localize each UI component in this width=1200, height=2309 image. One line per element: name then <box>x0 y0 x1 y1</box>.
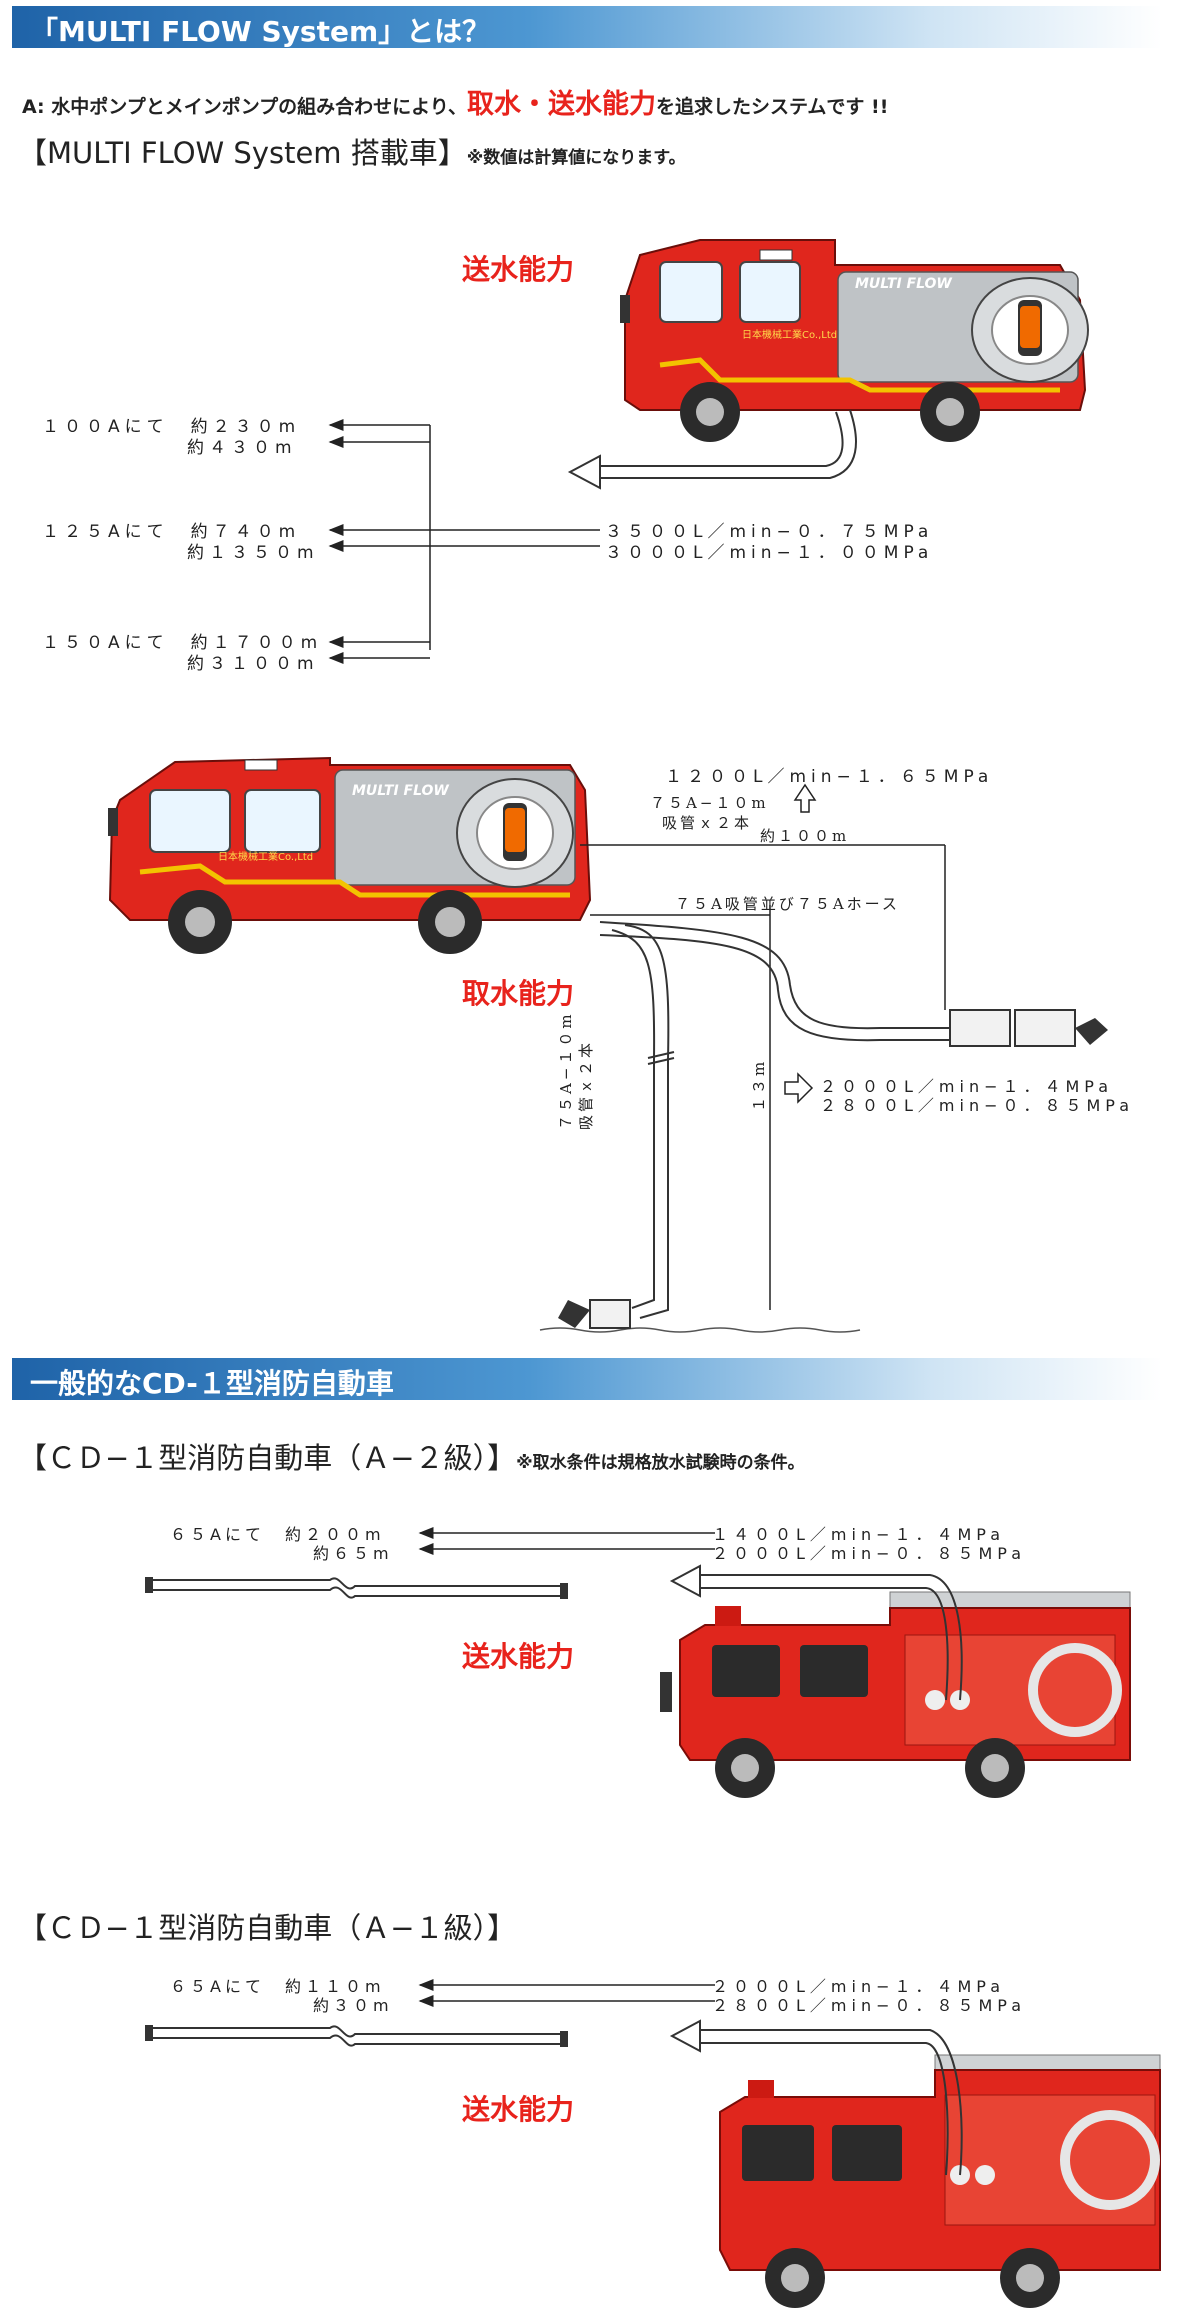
vertical-hose-count: 吸管ｘ２本 <box>577 1039 595 1130</box>
intro-emphasis: 取水・送水能力 <box>467 89 656 120</box>
cd1-a1-label-send: 送水能力 <box>462 2093 575 2126</box>
section-title: 「MULTI FLOW System」とは？ <box>30 15 491 48</box>
intake-top-flow: １２００L／min−１．６５MPa <box>665 767 994 787</box>
cd1-truck-a2 <box>660 1591 1131 1798</box>
dist-100a: １００Aにて 約２３０m <box>42 417 301 437</box>
label-intake-capacity: 取水能力 <box>462 977 575 1010</box>
multiflow-truck-middle: MULTI FLOW 日本機械工業Co.,Ltd <box>108 756 592 954</box>
dist-125a-b: 約１３５０m <box>187 543 319 563</box>
dist-125a: １２５Aにて 約７４０m <box>42 522 301 542</box>
cd1-a1-subtitle: 【ＣＤ−１型消防自動車（Ａ−１級）】 <box>18 1911 517 1945</box>
flow-a: ３５００L／min−０．７５MPa <box>605 522 934 542</box>
truck-company-text: 日本機械工業Co.,Ltd <box>742 328 837 341</box>
cd1-a2-dist-1: ６５Aにて 約２００m <box>170 1525 385 1544</box>
cd1-a2-flow-2: ２０００L／min−０．８５MPa <box>712 1544 1027 1563</box>
cd1-a1-dist-1: ６５Aにて 約１１０m <box>170 1977 385 1996</box>
cd1-a1-dist-2: 約３０m <box>313 1996 393 2015</box>
cd1-a2-dist-2: 約６５m <box>313 1544 393 1563</box>
intro-text-a: A: 水中ポンプとメインポンプの組み合わせにより、 <box>22 96 467 118</box>
intake-out-2: ２８００L／min−０．８５MPa <box>820 1096 1135 1115</box>
cd1-a2-subtitle: 【ＣＤ−１型消防自動車（Ａ−２級）】 <box>18 1441 517 1475</box>
intake-distance: 約１００m <box>760 827 850 845</box>
flow-b: ３０００L／min−１．００MPa <box>605 543 934 563</box>
dist-100a-b: 約４３０m <box>187 438 297 458</box>
vertical-hose-spec: ７５A−１０m <box>557 1011 575 1130</box>
truck-brand-text-2: MULTI FLOW <box>352 783 449 799</box>
section-header-multiflow: 「MULTI FLOW System」とは？ <box>12 6 1162 48</box>
intro-line: A: 水中ポンプとメインポンプの組み合わせにより、取水・送水能力を追求したシステ… <box>22 82 888 121</box>
intake-hose-spec: ７５A−１０m <box>650 794 769 812</box>
multiflow-truck-top: MULTI FLOW 日本機械工業Co.,Ltd <box>620 239 1089 442</box>
truck-brand-text: MULTI FLOW <box>855 276 952 292</box>
cd1-truck-a1 <box>719 2054 1161 2308</box>
section-title-cd1: 一般的なCD-１型消防自動車 <box>30 1367 394 1400</box>
intro-text-b: を追求したシステムです !! <box>656 96 889 118</box>
subtitle: 【MULTI FLOW System 搭載車】 <box>18 136 467 170</box>
cd1-a2-subtitle-line: 【ＣＤ−１型消防自動車（Ａ−２級）】※取水条件は規格放水試験時の条件。 <box>18 1435 805 1477</box>
cd1-a1-flow-1: ２０００L／min−１．４MPa <box>712 1977 1006 1996</box>
calc-note: ※数値は計算値になります。 <box>466 148 686 168</box>
truck-company-text-2: 日本機械工業Co.,Ltd <box>218 850 313 863</box>
intake-pipe-note: ７５A吸管並び７５Aホース <box>675 895 900 913</box>
vertical-height: １３m <box>750 1058 768 1112</box>
cd1-a2-flow-1: １４００L／min−１．４MPa <box>712 1525 1006 1544</box>
dist-150a-b: 約３１００m <box>187 654 319 674</box>
section-header-cd1: 一般的なCD-１型消防自動車 <box>12 1358 1162 1400</box>
intake-hose-count: 吸管ｘ２本 <box>662 814 753 832</box>
dist-150a: １５０Aにて 約１７００m <box>42 633 323 653</box>
subtitle-line: 【MULTI FLOW System 搭載車】※数値は計算値になります。 <box>18 130 686 172</box>
cd1-a2-label-send: 送水能力 <box>462 1640 575 1673</box>
label-send-capacity: 送水能力 <box>462 253 575 286</box>
cd1-a1-flow-2: ２８００L／min−０．８５MPa <box>712 1996 1027 2015</box>
cd1-a2-note: ※取水条件は規格放水試験時の条件。 <box>516 1453 805 1473</box>
intake-out-1: ２０００L／min−１．４MPa <box>820 1077 1114 1096</box>
